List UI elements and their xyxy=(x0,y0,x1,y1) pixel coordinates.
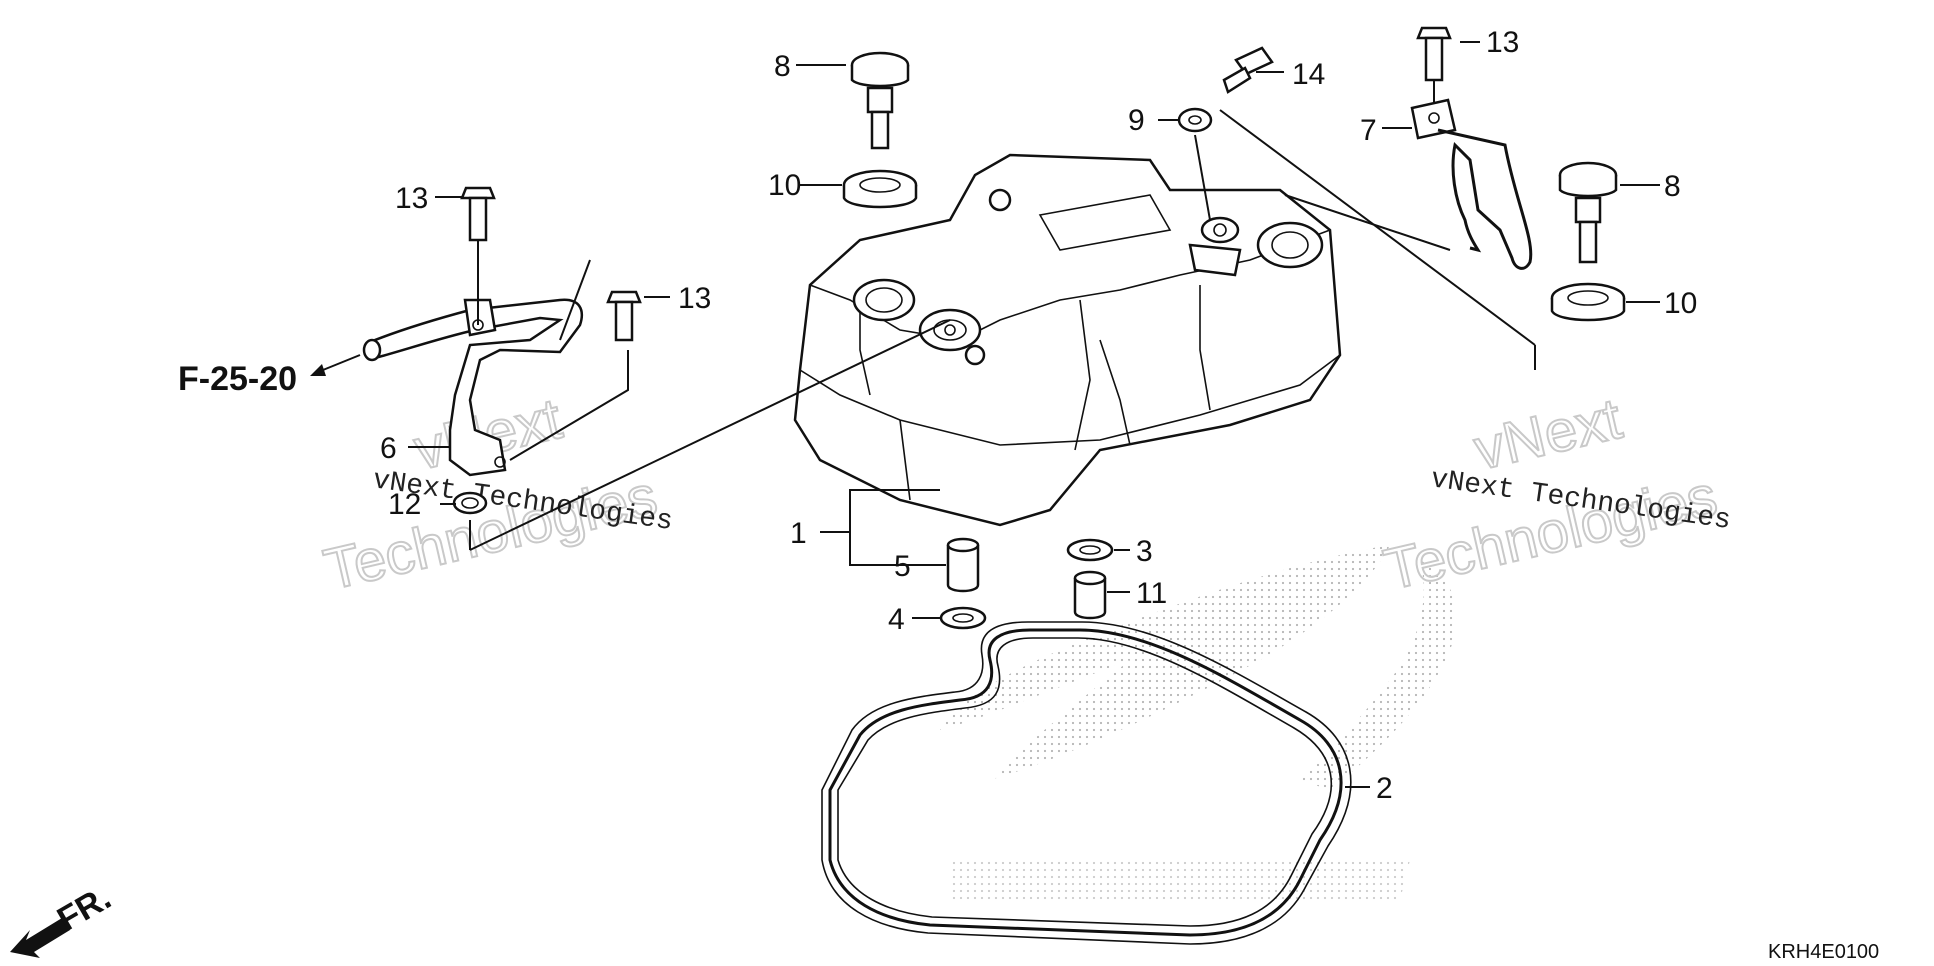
reference-label: F-25-20 xyxy=(178,360,297,398)
front-arrow-icon xyxy=(10,918,70,958)
callout-6: 6 xyxy=(380,432,397,465)
callout-13-left-mid: 13 xyxy=(678,282,711,315)
bolt-13-left-mid xyxy=(509,290,642,461)
watermark-right-big-1: vNext xyxy=(1468,386,1627,483)
callout-10-left: 10 xyxy=(768,169,801,202)
bolt-13-right-top xyxy=(1416,26,1452,110)
dowel-5 xyxy=(946,537,980,593)
callout-11: 11 xyxy=(1136,577,1167,610)
callout-8-left: 8 xyxy=(774,50,791,83)
washer-9 xyxy=(1177,107,1213,133)
callout-8-right: 8 xyxy=(1664,170,1681,203)
callout-9: 9 xyxy=(1128,104,1145,137)
callout-3: 3 xyxy=(1136,535,1153,568)
bracket-7 xyxy=(1410,98,1533,270)
callout-5: 5 xyxy=(894,550,911,583)
seal-3 xyxy=(1066,538,1114,562)
callout-14: 14 xyxy=(1292,58,1325,91)
drawing-code: KRH4E0100 xyxy=(1768,941,1879,963)
seal-10-right xyxy=(1550,282,1626,322)
o-ring-12 xyxy=(452,491,488,515)
leader-lines xyxy=(408,41,1660,788)
cap-bolt-8-left xyxy=(850,51,910,150)
callout-12: 12 xyxy=(388,488,421,521)
dowel-11 xyxy=(1073,570,1107,620)
cap-bolt-8-right xyxy=(1558,161,1618,264)
breather-pipe xyxy=(362,298,584,477)
head-cover-gasket xyxy=(821,621,1352,945)
watermark-left: vNext Technologies vNext Technologies xyxy=(317,385,674,604)
bolt-13-left-top xyxy=(460,186,496,325)
callout-13-right-top: 13 xyxy=(1486,26,1519,59)
bolt-14 xyxy=(1222,46,1274,94)
callout-10-right: 10 xyxy=(1664,287,1697,320)
cylinder-head-cover xyxy=(793,153,1342,527)
seal-4 xyxy=(939,606,987,630)
reference-arrow xyxy=(310,354,361,376)
callout-7: 7 xyxy=(1360,114,1377,147)
callout-13-left-top: 13 xyxy=(395,182,428,215)
brand-wing-background xyxy=(940,545,1457,900)
callout-1: 1 xyxy=(790,517,807,550)
callout-2: 2 xyxy=(1376,772,1393,805)
callout-4: 4 xyxy=(888,603,905,636)
seal-10-left xyxy=(842,169,918,209)
watermark-right: vNext Technologies vNext Technologies xyxy=(1377,385,1732,604)
